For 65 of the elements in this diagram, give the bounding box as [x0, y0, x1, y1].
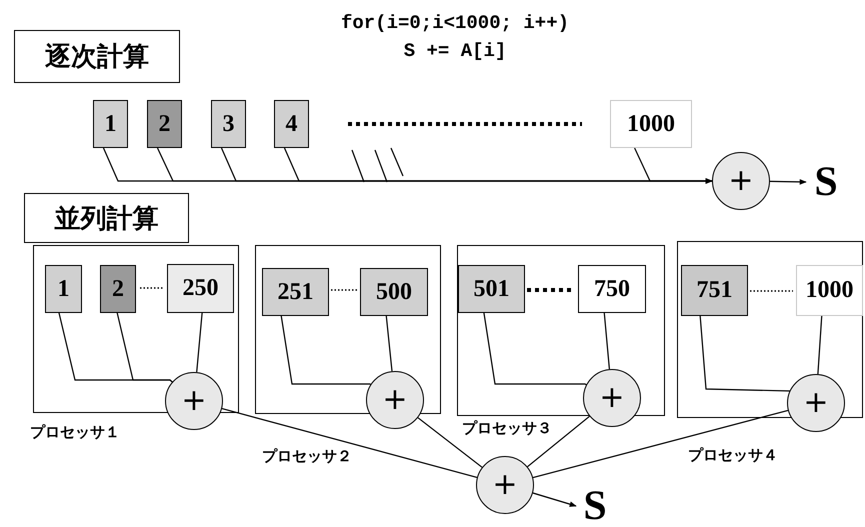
plus-sign: + [728, 166, 754, 196]
arrow [532, 492, 577, 507]
heading-text: 並列計算 [54, 202, 158, 236]
processor-box [33, 245, 239, 413]
element-index: 500 [376, 278, 412, 306]
element-box [796, 265, 863, 316]
result-label: S [578, 486, 612, 526]
connector-line [116, 312, 173, 382]
code-line: for(i=0;i<1000; i++) [340, 12, 570, 34]
processor-label: プロセッサ４ [688, 447, 778, 464]
connector-line [604, 312, 610, 370]
element-box [167, 264, 234, 313]
processor-box [457, 245, 665, 416]
processor-label: プロセッサ３ [462, 420, 552, 436]
element-index: 1 [104, 110, 116, 138]
processor-label: プロセッサ２ [262, 448, 352, 464]
heading-box [24, 193, 189, 243]
plus-sign: + [382, 385, 408, 415]
element-box [458, 265, 525, 313]
processor-box [255, 245, 441, 414]
element-index: 3 [222, 110, 234, 138]
connector-line [483, 312, 587, 386]
element-index: 4 [286, 110, 298, 138]
plus-sign: + [599, 383, 625, 413]
element-index: 750 [594, 276, 630, 302]
element-box [147, 100, 182, 148]
element-index: 2 [158, 110, 170, 138]
arrow [770, 179, 807, 185]
element-index: 250 [182, 275, 218, 302]
plus-sign: + [181, 386, 207, 416]
connector-line [196, 312, 203, 372]
element-box [360, 268, 428, 316]
element-box [45, 265, 82, 313]
processor-box [677, 241, 863, 418]
element-index: 1 [58, 276, 70, 302]
element-index: 1000 [627, 110, 675, 138]
element-box [578, 265, 646, 313]
plus-sign: + [492, 470, 518, 500]
element-box [610, 100, 692, 148]
arrow [634, 148, 713, 184]
code-line: S += A[i] [404, 40, 506, 62]
connector-line [386, 314, 393, 372]
element-box [211, 100, 246, 148]
result-label: S [808, 160, 844, 204]
connector-line [700, 314, 792, 392]
element-index: 251 [278, 278, 314, 306]
connector-line [418, 417, 482, 468]
processor-label: プロセッサ１ [30, 424, 120, 440]
connector-line [532, 410, 788, 478]
element-box [262, 268, 329, 316]
connector-line [222, 408, 478, 478]
plus-sign: + [803, 388, 829, 418]
connector-line [817, 314, 822, 374]
element-index: 501 [474, 276, 510, 302]
element-index: 751 [696, 277, 732, 304]
element-box [274, 100, 309, 148]
connector-line [280, 314, 371, 385]
element-index: 2 [112, 276, 124, 302]
connector-line [527, 416, 590, 468]
element-box [100, 265, 136, 313]
element-box [681, 265, 748, 316]
element-box [93, 100, 128, 148]
heading-text: 逐次計算 [45, 41, 149, 74]
element-index: 1000 [806, 277, 854, 304]
heading-box [14, 30, 180, 83]
